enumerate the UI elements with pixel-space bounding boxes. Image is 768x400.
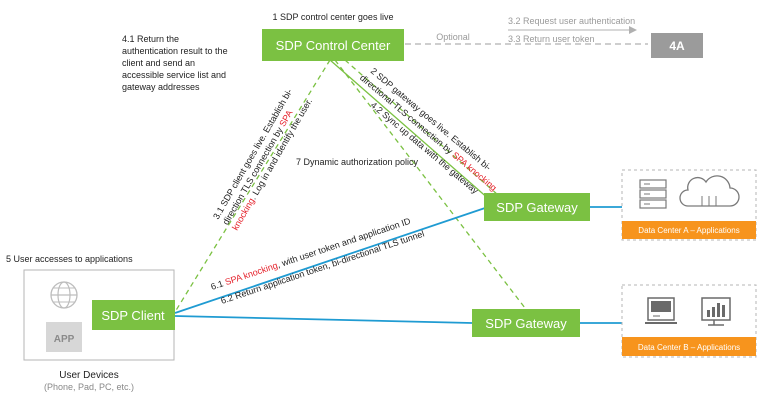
data-center-b[interactable]: Data Center B – Applications (621, 284, 757, 358)
globe-icon (50, 281, 78, 309)
step-2-text: 2 SDP gateway goes live. Establish bi- d… (358, 66, 499, 193)
gateway-a-box[interactable] (484, 193, 590, 221)
link-client-to-gateway-a (174, 206, 489, 314)
cloud-icon (679, 175, 740, 207)
sdp-client-label: SDP Client (101, 308, 165, 323)
step-3-2-label: 3.2 Request user authentication (508, 16, 635, 26)
server-icon (639, 179, 667, 209)
step-7-label: 7 Dynamic authorization policy (296, 157, 419, 167)
user-devices-label: User Devices (59, 370, 118, 381)
step-5-label: 5 User accesses to applications (6, 254, 133, 264)
svg-text:direction TLS connection by SP: direction TLS connection by SPA (221, 108, 295, 226)
app-icon (46, 322, 82, 352)
step-6-2-label: 6.2 Return application token, bi-directi… (219, 229, 425, 306)
data-center-a[interactable]: Data Center A – Applications (621, 169, 757, 241)
data-center-b-banner (622, 337, 756, 356)
step-3-3-label: 3.3 Return user token (508, 34, 595, 44)
link-control-to-gateway-a-solid (329, 59, 491, 201)
data-center-a-banner (622, 221, 756, 239)
link-control-to-gateway-b (334, 59, 526, 309)
four-a-label: 4A (669, 39, 685, 53)
control-center-box[interactable] (262, 29, 404, 61)
four-a-box[interactable] (651, 33, 703, 58)
svg-text:4.1 Return the: 4.1 Return the (122, 34, 179, 44)
link-client-to-gateway-b (174, 315, 473, 324)
optional-label: Optional (436, 32, 470, 42)
gateway-b-box[interactable] (472, 309, 580, 337)
bar-chart-icon (701, 297, 731, 326)
step-1-label: 1 SDP control center goes live (273, 12, 394, 22)
monitor-icon (645, 297, 677, 324)
svg-text:client and send an: client and send an (122, 58, 195, 68)
data-center-a-label: Data Center A – Applications (638, 226, 739, 235)
data-center-b-label: Data Center B – Applications (638, 343, 740, 352)
link-control-to-gateway-a (344, 59, 499, 196)
control-center-label: SDP Control Center (276, 38, 391, 53)
link-control-to-client (174, 59, 331, 313)
user-devices-sub-label: (Phone, Pad, PC, etc.) (44, 382, 134, 392)
sdp-client-box[interactable] (92, 300, 175, 330)
app-icon-label: APP (54, 334, 75, 345)
svg-text:accessible service list and: accessible service list and (122, 70, 226, 80)
gateway-b-label: SDP Gateway (485, 316, 567, 331)
svg-text:authentication result to the: authentication result to the (122, 46, 228, 56)
step-4-1-text: 4.1 Return the authentication result to … (122, 34, 228, 92)
svg-text:gateway addresses: gateway addresses (122, 82, 200, 92)
gateway-a-label: SDP Gateway (496, 200, 578, 215)
svg-text:directional TLS connection by: directional TLS connection by SPA knocki… (358, 72, 499, 192)
